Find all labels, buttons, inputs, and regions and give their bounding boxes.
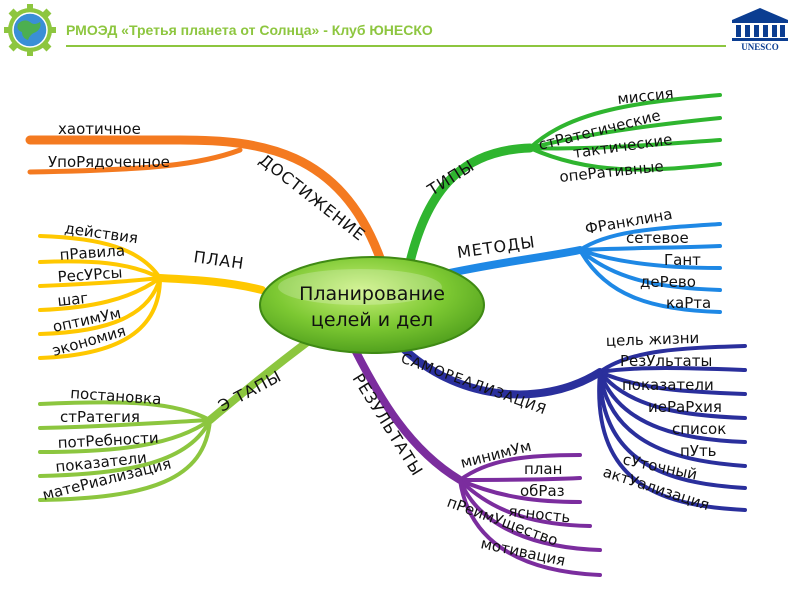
org-title: РМОЭД «Третья планета от Солнца» - Клуб … xyxy=(66,22,433,38)
leaf-plan: план xyxy=(524,460,562,478)
leaf-derevo: деРево xyxy=(640,273,696,291)
leaf-pravila: пРавила xyxy=(59,241,126,264)
leaf-khaotichnoe: хаотичное xyxy=(58,120,141,138)
leaf-spisok: список xyxy=(672,420,726,438)
branch-label-etapy: Э ТАПЫ xyxy=(215,366,285,415)
leaf-potrebnosti: потРебности xyxy=(57,429,159,452)
leaf-setevoe: сетевое xyxy=(626,229,689,247)
leaf-tsel-zhizni: цель жизни xyxy=(606,329,700,350)
globe-gear-logo-icon xyxy=(4,4,56,56)
leaf-ierarkhiya: иеРаРхия xyxy=(648,398,722,416)
unesco-label: UNESCO xyxy=(741,42,779,52)
leaf-rezultaty: РезУльтаты xyxy=(620,352,712,370)
leaf-pokazateli-sr: показатели xyxy=(622,376,714,394)
leaf-shag: шаг xyxy=(57,289,90,310)
branch-samorealizatsiya: САМОРЕАЛИЗАЦИЯ цель жизни РезУльтаты пок… xyxy=(391,329,747,514)
branch-etapy: Э ТАПЫ постановка стРатегия потРебности … xyxy=(38,336,314,504)
leaf-karta: каРта xyxy=(666,294,711,312)
center-title-line2: целей и дел xyxy=(311,309,433,331)
header-divider xyxy=(66,45,726,47)
leaf-strategiya: стРатегия xyxy=(60,408,140,426)
branch-label-plan: ПЛАН xyxy=(192,247,245,273)
leaf-obraz: обРаз xyxy=(520,482,565,500)
branch-label-tipy: ТИПЫ xyxy=(423,156,478,200)
leaf-minimum: минимУм xyxy=(459,437,534,472)
leaf-put: пУть xyxy=(680,442,717,460)
leaf-missiya: миссия xyxy=(617,84,675,108)
branch-label-rezultaty: РЕЗУЛЬТАТЫ xyxy=(349,370,427,480)
center-title-line1: Планирование xyxy=(299,283,445,305)
header: РМОЭД «Третья планета от Солнца» - Клуб … xyxy=(0,0,800,62)
leaf-gant: Гант xyxy=(664,251,701,269)
branch-label-samorealizatsiya: САМОРЕАЛИЗАЦИЯ xyxy=(399,351,549,419)
leaf-resursy: РесУРсы xyxy=(57,264,123,286)
leaf-uporyadochennoe: УпоРядоченное xyxy=(48,153,170,171)
center-node: Планирование целей и дел xyxy=(259,256,485,354)
unesco-temple-icon: UNESCO xyxy=(732,8,788,52)
branch-plan: ПЛАН действия пРавила РесУРсы шаг оптимУ… xyxy=(38,219,266,360)
leaf-postanovka: постановка xyxy=(70,384,162,408)
